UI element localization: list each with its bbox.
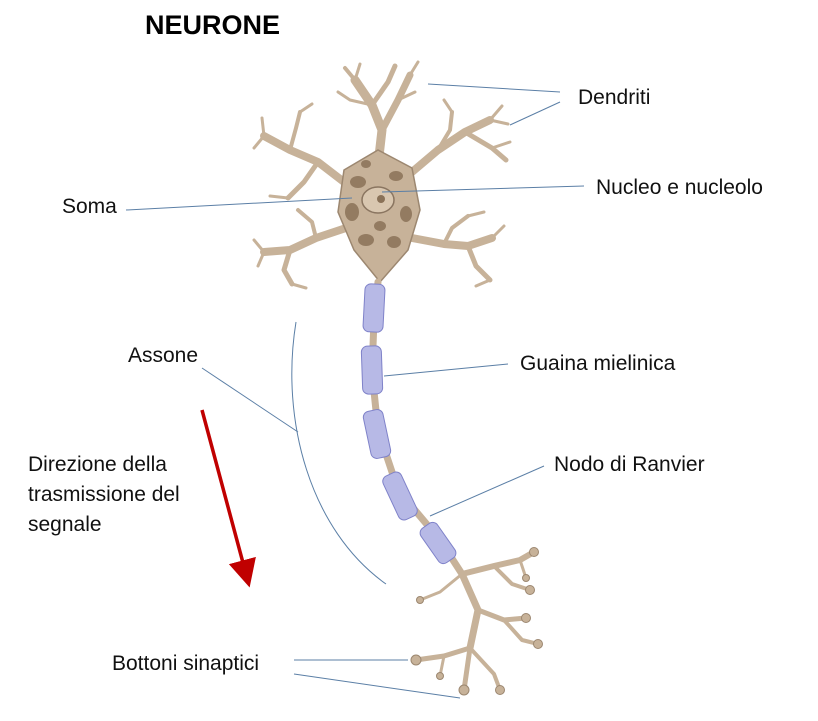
label-soma: Soma [62, 195, 117, 218]
leader-line-dendriti-1 [427, 83, 561, 93]
synaptic-buttons [410, 547, 543, 696]
leader-line-nodo [429, 465, 545, 517]
axon-terminals [413, 549, 540, 693]
axon [368, 278, 482, 652]
label-assone: Assone [128, 344, 199, 367]
leader-line-nucleo [381, 185, 585, 193]
leader-line-assone [201, 367, 299, 433]
direction-arrow [200, 409, 256, 588]
myelin-sheath [360, 283, 457, 565]
leader-line-dendriti-2 [509, 101, 561, 126]
leader-line-guaina [383, 363, 509, 377]
label-nodo-di-ranvier: Nodo di Ranvier [554, 453, 705, 476]
label-bottoni-sinaptici: Bottoni sinaptici [112, 652, 260, 675]
leader-line-bottoni-2 [293, 673, 461, 699]
label-direzione-segnale: Direzione della trasmissione del segnale [28, 453, 180, 536]
label-dendriti: Dendriti [578, 86, 651, 109]
dendrites [252, 60, 512, 290]
label-guaina-mielinica: Guaina mielinica [520, 352, 676, 375]
leader-line-soma [125, 197, 353, 211]
label-nucleo-e-nucleolo: Nucleo e nucleolo [596, 176, 763, 199]
soma-organelles [345, 160, 412, 248]
nucleolus [377, 195, 385, 203]
leader-lines [125, 83, 585, 699]
diagram-title: NEURONE [145, 10, 281, 40]
axon-bracket [291, 321, 387, 585]
